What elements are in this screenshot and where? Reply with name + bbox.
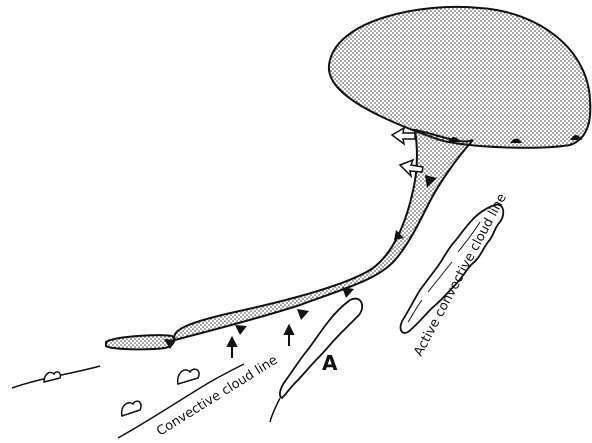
cold-front-symbol	[235, 325, 247, 335]
detached-cloud	[106, 335, 174, 349]
cold-front-symbol	[297, 309, 309, 320]
cold-front-symbol	[342, 287, 354, 298]
convective-line-label: Convective cloud line	[154, 353, 280, 440]
cumulus-tower-b	[270, 398, 280, 422]
cumulus-icon	[122, 401, 141, 416]
marker-a: A	[322, 351, 338, 375]
active-line-label: Active convective cloud line	[411, 191, 510, 359]
cumulus-tower-a	[280, 299, 362, 398]
cloud-shield	[329, 7, 590, 148]
cumulus-icon	[178, 369, 199, 384]
cumulus-icon	[44, 372, 60, 382]
arrow-icon	[285, 326, 293, 346]
arrow-icon	[228, 338, 236, 358]
